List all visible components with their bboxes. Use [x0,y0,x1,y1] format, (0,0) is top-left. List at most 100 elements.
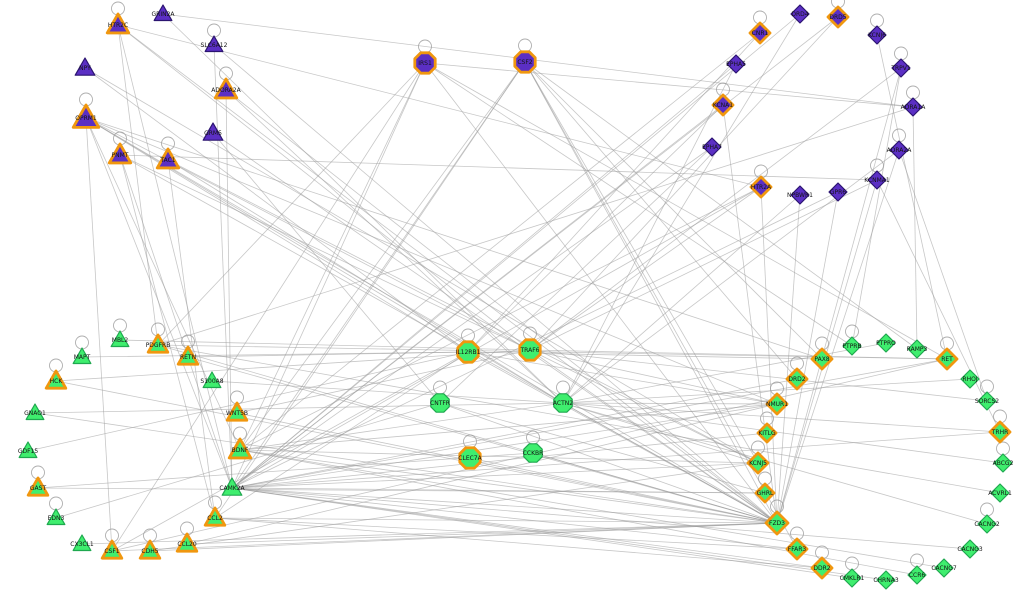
node-CX3CL1[interactable]: CX3CL1 [70,534,94,552]
node-RAMP3[interactable]: RAMP3 [907,339,928,359]
edge-GAST-GHRL [37,487,766,494]
octagon-shape [513,50,537,74]
self-loop-ABCG2 [996,441,1010,456]
edge-RETN-FZD3 [187,356,778,524]
edge-WNT5B-FZD3 [236,412,778,524]
node-CACNG2[interactable]: CACNG2 [974,514,1000,534]
edge-ACTN2-ABCG2 [562,402,1004,464]
edge-IRS1-PTPRB [424,62,853,347]
node-CACNG7[interactable]: CACNG7 [931,558,957,578]
node-SORCS2[interactable]: SORCS2 [975,391,999,411]
node-GNAO1[interactable]: GNAO1 [24,403,46,421]
diamond-shape [826,5,850,29]
diamond-shape [960,369,980,389]
self-loop-ACTN2 [556,380,570,395]
node-GPR6[interactable]: GPR6 [828,182,848,202]
node-DRD2[interactable]: DRD2 [785,367,809,391]
node-DRD4[interactable]: DRD4 [790,4,810,24]
triangle-shape [105,12,131,35]
edge-RETN-IL12RB1 [187,351,469,358]
edge-IRS1-FZD3 [424,62,778,524]
node-HCK[interactable]: HCK [44,369,68,390]
diamond-shape [907,339,927,359]
triangle-shape [225,401,249,422]
node-KCNJ5[interactable]: KCNJ5 [746,451,770,475]
node-MBL2[interactable]: MBL2 [110,330,130,348]
node-CACNG3[interactable]: CACNG3 [957,539,983,559]
diamond-shape [748,21,772,45]
node-ACVRL1[interactable]: ACVRL1 [988,483,1012,503]
node-IL12RB1[interactable]: IL12RB1 [456,340,481,364]
edge-KCNA1-CAMK2A [231,104,724,489]
edge-TRAF6-SORCS2 [529,349,988,402]
edge-KCNA1-FZD3 [722,104,778,524]
node-RET[interactable]: RET [935,347,959,371]
octagon-shape [458,446,482,470]
self-loop-CCR6 [910,553,924,568]
node-HTR2C[interactable]: HTR2C [105,12,131,35]
edge-OPRM1-NMUR1 [85,117,778,405]
triangle-shape [110,330,130,348]
edge-TRAF6-RET [529,349,948,360]
edge-PNMT-CCL2 [119,154,216,519]
diamond-shape [988,420,1012,444]
node-CSF2[interactable]: CSF2 [513,50,537,74]
triangle-shape [204,35,224,53]
node-PDGFRB[interactable]: PDGFRB [146,333,171,354]
node-CNR1[interactable]: CNR1 [748,21,772,45]
node-EDN3[interactable]: EDN3 [46,508,66,526]
node-IRS1[interactable]: IRS1 [413,51,437,75]
edge-WNT5B-TRAF6 [236,349,531,414]
node-CLEC7A[interactable]: CLEC7A [458,446,483,470]
edge-HTR2C-FZD3 [117,24,778,524]
self-loop-EDN3 [49,496,63,511]
node-CCL2[interactable]: CCL2 [203,506,227,527]
node-TRAF6[interactable]: TRAF6 [518,338,542,362]
node-OPRM1[interactable]: OPRM1 [71,103,101,129]
edge-CNR1-IL12RB1 [467,32,761,353]
edge-GNAO1-ACTN2 [34,402,564,414]
triangle-shape [146,333,170,354]
diamond-shape [746,451,770,475]
node-PTPRO[interactable]: PTPRO [876,333,896,353]
node-CCR6[interactable]: CCR6 [907,565,927,585]
triangle-shape [25,403,45,421]
edge-OPRM1-IL12RB1 [85,117,469,353]
node-ADRA1A[interactable]: ADRA1A [901,97,927,117]
node-TRPV1[interactable]: TRPV1 [890,58,911,78]
node-BDNF[interactable]: BDNF [227,437,253,460]
edge-BDNF-CCR6 [239,449,918,576]
node-FZD3[interactable]: FZD3 [764,510,790,536]
node-GRM5[interactable]: GRM5 [202,122,224,141]
node-PTPRB[interactable]: PTPRB [842,336,862,356]
edge-GRIN2A-ADRA1A [162,13,914,108]
edge-KCNMA1-FZD3 [776,179,878,524]
node-TRHR[interactable]: TRHR [988,420,1012,444]
edge-CNTFR-FZD3 [439,402,778,524]
node-NPY[interactable]: NPY [74,57,96,76]
triangle-shape [72,534,92,552]
node-CCKBR[interactable]: CCKBR [523,443,544,463]
edge-TRPV1-TRAF6 [529,67,902,351]
node-ACTN2[interactable]: ACTN2 [553,393,573,413]
node-CHRNA3[interactable]: CHRNA3 [873,570,899,590]
node-GAST[interactable]: GAST [26,476,50,497]
triangle-shape [26,476,50,497]
edge-CAMK2A-DDR2 [231,487,823,569]
node-KCNJ6[interactable]: KCNJ6 [867,25,887,45]
edge-CCL2-FFAR3 [214,517,798,550]
diamond-shape [842,336,862,356]
node-TAC1[interactable]: TAC1 [155,147,181,170]
node-RHOJ[interactable]: RHOJ [960,369,980,389]
node-GRIN2A[interactable]: GRIN2A [152,4,176,22]
node-PNMT[interactable]: PNMT [107,142,133,165]
node-NPBWR1[interactable]: NPBWR1 [787,185,813,205]
node-ABCG2[interactable]: ABCG2 [993,453,1014,473]
edge-ADRA2A-FZD3 [776,149,900,524]
node-MAPT[interactable]: MAPT [72,347,92,365]
node-CNTFR[interactable]: CNTFR [430,393,450,413]
node-CMKLR1[interactable]: CMKLR1 [840,568,865,588]
node-SLC6A12[interactable]: SLC6A12 [201,35,228,53]
